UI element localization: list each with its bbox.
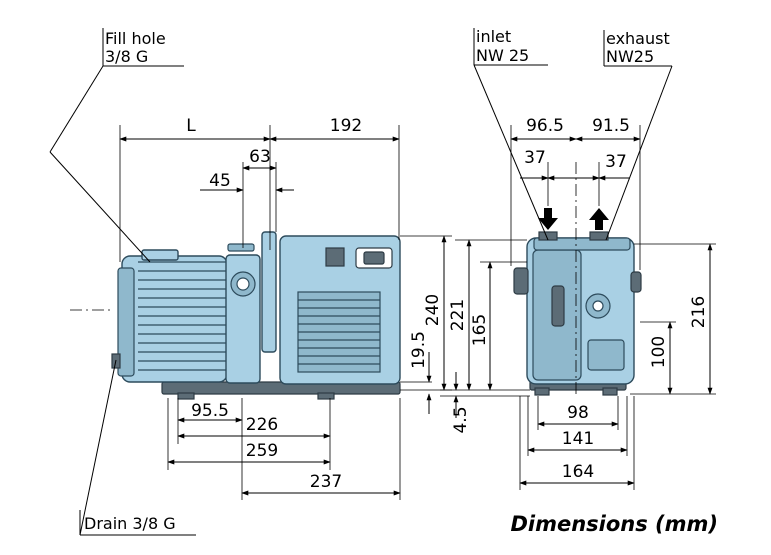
dim-98: 98: [567, 403, 589, 423]
inlet-label-line1: inlet: [476, 27, 511, 46]
fill-hole-cap: [141, 249, 179, 261]
side-foot-right: [317, 392, 335, 400]
dim-95-5: 95.5: [191, 401, 229, 421]
dim-216: 216: [689, 296, 709, 328]
dim-164: 164: [562, 462, 594, 482]
dim-37-left: 37: [524, 148, 546, 168]
power-socket-inner: [363, 251, 385, 265]
inlet-flange-side: [227, 243, 255, 252]
fill-hole-label-line2: 3/8 G: [105, 47, 148, 66]
exhaust-label-line2: NW25: [606, 47, 654, 66]
side-view-pump: [111, 231, 401, 400]
exhaust-stack-side: [261, 231, 277, 353]
dim-4-5: 4.5: [451, 406, 471, 433]
front-side-knob-left: [513, 267, 529, 295]
side-foot-left: [177, 392, 195, 400]
center-lines: [70, 162, 577, 398]
dim-237: 237: [310, 472, 342, 492]
front-lower-panel: [587, 339, 625, 371]
exhaust-port-front: [589, 231, 609, 241]
dim-259: 259: [246, 441, 278, 461]
cooling-fins: [138, 261, 226, 371]
front-foot-right: [602, 387, 618, 396]
dim-100: 100: [649, 336, 669, 368]
dim-240: 240: [423, 294, 443, 326]
callouts: Fill hole 3/8 G inlet NW 25 exhaust NW25…: [49, 27, 673, 536]
front-view-dimensions: 96.5 91.5 37 37 221 165 4.5 216: [440, 116, 716, 490]
dim-19-5: 19.5: [409, 331, 429, 369]
dimensions-caption: Dimensions (mm): [510, 512, 718, 536]
front-view-pump: [513, 208, 642, 396]
dim-165: 165: [470, 314, 490, 346]
dim-63: 63: [249, 147, 271, 167]
inlet-arrow-icon: [538, 208, 558, 230]
front-round-port-inner: [592, 300, 604, 312]
dim-length: L: [186, 116, 196, 136]
front-top-rail: [533, 237, 631, 251]
finned-housing: [121, 255, 228, 383]
sight-glass-inner: [236, 277, 250, 291]
front-side-knob-right: [630, 271, 642, 293]
dim-45: 45: [209, 171, 231, 191]
dim-96-5: 96.5: [526, 116, 564, 136]
dim-221: 221: [448, 299, 468, 331]
dim-141: 141: [562, 429, 594, 449]
end-cover: [117, 267, 135, 377]
fill-hole-label-line1: Fill hole: [105, 29, 166, 48]
dim-192: 192: [330, 116, 362, 136]
drain-label: Drain 3/8 G: [84, 514, 176, 533]
power-switch: [325, 247, 345, 267]
exhaust-label-line1: exhaust: [606, 29, 670, 48]
side-view-dimensions: L 192 63 45 240 19.5 95.5 226 259: [119, 116, 452, 500]
dim-37-right: 37: [605, 152, 627, 172]
inlet-label-line2: NW 25: [476, 46, 529, 65]
dim-91-5: 91.5: [592, 116, 630, 136]
motor-vent-slots: [298, 299, 380, 365]
exhaust-arrow-icon: [589, 208, 609, 230]
dim-226: 226: [246, 415, 278, 435]
front-foot-left: [534, 387, 550, 396]
front-slot: [551, 285, 565, 327]
